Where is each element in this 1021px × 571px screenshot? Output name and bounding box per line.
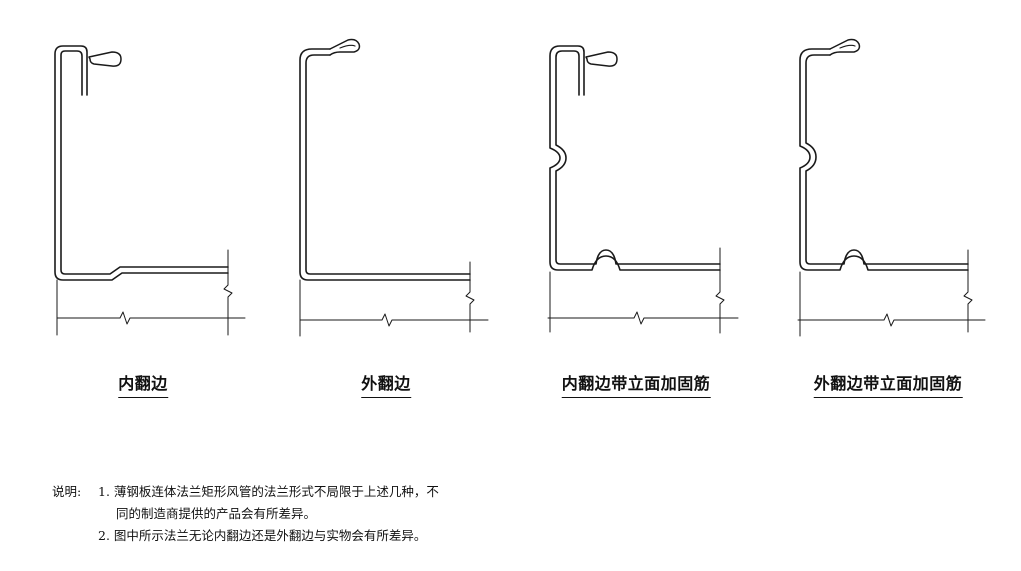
note-2-text: 2. 图中所示法兰无论内翻边还是外翻边与实物会有所差异。	[98, 528, 427, 543]
notes-block: 说明: 1. 薄钢板连体法兰矩形风管的法兰形式不局限于上述几种，不 同的制造商提…	[52, 481, 439, 547]
note-line-2: 同的制造商提供的产品会有所差异。	[52, 503, 439, 525]
caption-outer-flange: 外翻边	[361, 374, 411, 398]
profile-outer-flange-with-stiffener	[797, 38, 986, 337]
profile-outer-flange	[299, 38, 489, 337]
caption-inner-flange-stiffener: 内翻边带立面加固筋	[561, 374, 711, 398]
caption-outer-flange-stiffener: 外翻边带立面加固筋	[813, 374, 963, 398]
profile-inner-flange	[54, 45, 246, 336]
notes-prefix: 说明:	[52, 484, 82, 499]
note-line-3: 2. 图中所示法兰无论内翻边还是外翻边与实物会有所差异。	[52, 525, 439, 547]
profile-inner-flange-with-stiffener	[547, 45, 739, 334]
note-line-1: 说明: 1. 薄钢板连体法兰矩形风管的法兰形式不局限于上述几种，不	[52, 481, 439, 503]
note-1-continuation: 同的制造商提供的产品会有所差异。	[116, 506, 317, 521]
note-1-text: 1. 薄钢板连体法兰矩形风管的法兰形式不局限于上述几种，不	[98, 484, 439, 499]
caption-inner-flange: 内翻边	[118, 374, 168, 398]
